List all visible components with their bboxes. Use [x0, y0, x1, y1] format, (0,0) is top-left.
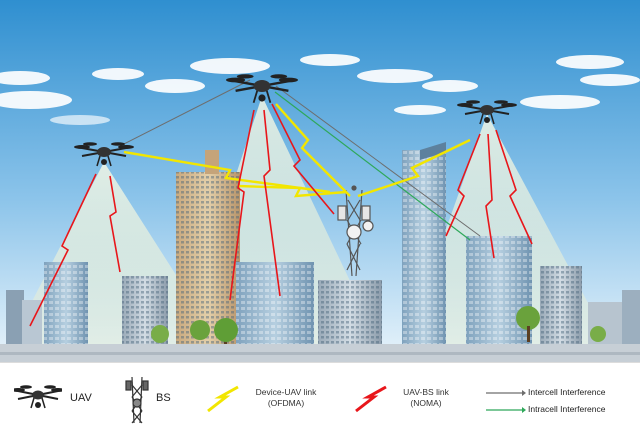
legend-uav-bs-line1: UAV-BS link	[403, 387, 449, 397]
bs-tower	[337, 185, 374, 277]
legend-interference: Intercell Interference Intracell Interfe…	[484, 363, 640, 431]
legend: UAV BS	[0, 362, 640, 431]
lightning-link-icon	[355, 385, 387, 413]
clouds	[0, 54, 640, 125]
legend-device-uav-line1: Device-UAV link	[255, 387, 317, 397]
intercell-arrowhead-icon	[522, 390, 526, 396]
scene-illustration	[0, 0, 640, 362]
buildings	[6, 142, 640, 346]
intracell-interference-lines	[274, 91, 471, 241]
legend-intracell-label: Intracell Interference	[528, 404, 606, 414]
trees	[151, 306, 606, 348]
uav-center-icon	[226, 74, 298, 104]
device-uav-links	[123, 103, 471, 198]
intercell-interference-lines	[119, 79, 481, 237]
uav-left-icon	[74, 142, 134, 167]
lightning-link-icon	[207, 385, 239, 413]
legend-device-uav-link: Device-UAV link (OFDMA)	[200, 363, 340, 431]
cell-tower-icon	[125, 376, 149, 424]
legend-intercell-label: Intercell Interference	[528, 387, 606, 397]
legend-device-uav-line2: (OFDMA)	[267, 398, 305, 408]
quadcopter-drone-icon	[14, 385, 62, 409]
legend-uav-label: UAV	[70, 392, 92, 404]
intracell-arrowhead-icon	[522, 407, 526, 413]
legend-bs-label: BS	[156, 392, 171, 404]
legend-bs: BS	[120, 363, 210, 431]
legend-uav: UAV	[8, 363, 118, 431]
uav-right-icon	[457, 100, 517, 125]
uav-bs-links	[29, 103, 533, 327]
legend-uav-bs-line2: (NOMA)	[410, 398, 442, 408]
legend-uav-bs-link: UAV-BS link (NOMA)	[350, 363, 480, 431]
